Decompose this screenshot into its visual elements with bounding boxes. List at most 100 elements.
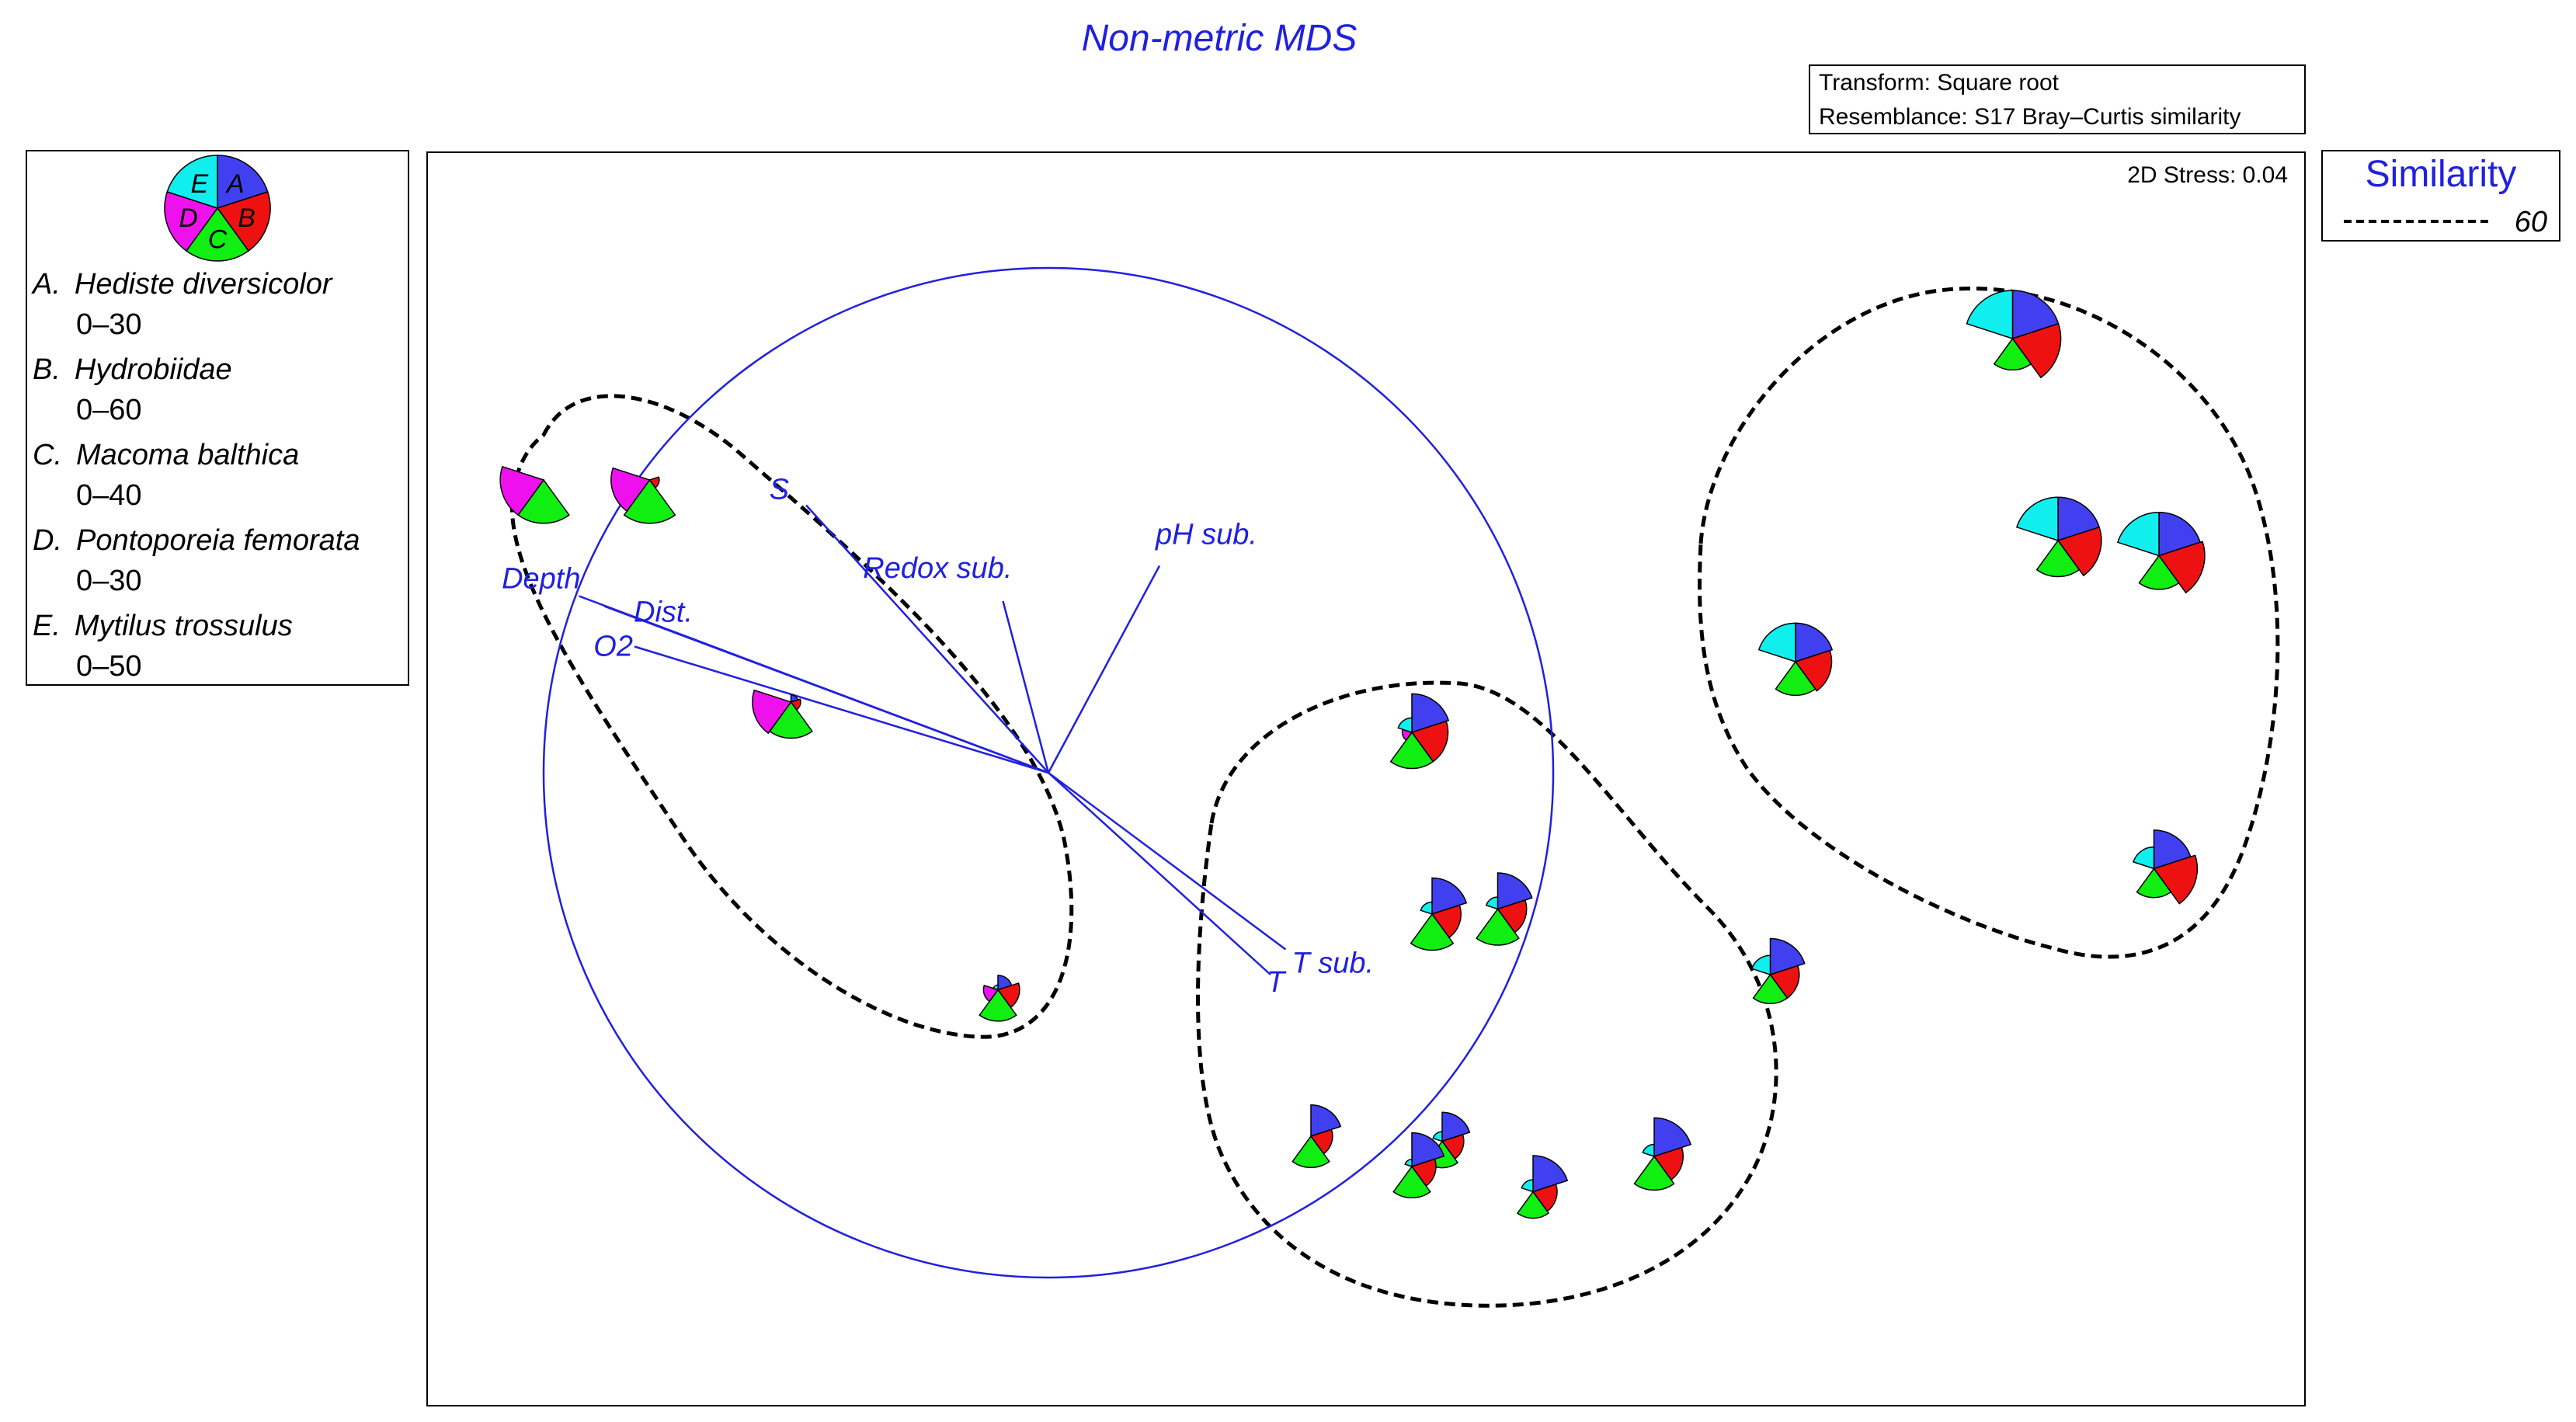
vector-label-t: T	[1267, 966, 1287, 999]
pie-wedge-a	[1653, 1117, 1692, 1158]
pie-wedge-c	[769, 701, 813, 739]
pie-wedge-e	[1750, 954, 1771, 976]
similarity-clusters	[509, 287, 2280, 1308]
legend-letter: C.	[33, 439, 62, 471]
pie-wedge-c	[2138, 555, 2180, 590]
pie-wedge-e	[1642, 1143, 1655, 1158]
pie-wedge-a	[1431, 877, 1468, 916]
vector-label-t-sub: T sub.	[1292, 947, 1375, 980]
pie-wedge-c	[623, 478, 676, 524]
pie-wedge-e	[2015, 496, 2059, 542]
legend-name: Macoma balthica	[76, 439, 299, 471]
transform-label: Transform: Square root	[1819, 70, 2060, 96]
pie-wedge-d	[610, 467, 651, 513]
pie-wedge-a	[1769, 937, 1806, 976]
similarity-legend	[2321, 150, 2560, 242]
pie-wedge-c	[2035, 539, 2081, 578]
pie-wedge-a	[1411, 1132, 1445, 1168]
pie-wedge-a	[1532, 1155, 1569, 1193]
chart-title: Non-metric MDS	[1082, 18, 1358, 59]
pie-wedge-d	[499, 465, 545, 516]
legend-letter: B.	[33, 353, 61, 386]
legend-species-d: D.Pontoporeia femorata	[33, 524, 360, 557]
pie-wedge-b	[1497, 899, 1528, 934]
vector-correlation-circle	[542, 266, 1555, 1279]
pie-wedge-a	[1310, 1104, 1342, 1138]
pie-wedge-c	[1516, 1191, 1550, 1219]
pie-key-letter-c: C	[208, 224, 228, 254]
pie-wedge-c	[2136, 867, 2172, 899]
pie-wedge-a	[1411, 693, 1450, 734]
sample-pie	[1633, 1117, 1692, 1191]
pie-wedge-a	[2158, 511, 2202, 557]
sample-pie	[2116, 511, 2206, 594]
sample-pie	[1966, 290, 2062, 379]
pie-wedge-c	[1476, 908, 1520, 946]
pie-key-letter-d: D	[179, 203, 198, 233]
legend-range: 0–40	[76, 479, 142, 512]
pie-wedge-d	[982, 984, 999, 1003]
pie-key-wedge-d	[164, 191, 219, 252]
legend-range: 0–30	[76, 308, 142, 341]
pie-wedge-c	[1389, 731, 1434, 770]
pie-wedge-b	[1653, 1146, 1684, 1181]
pie-wedge-c	[1392, 1165, 1431, 1199]
pie-wedge-c	[1633, 1155, 1675, 1191]
pie-key-letter-b: B	[238, 203, 256, 233]
sample-pie	[610, 467, 676, 524]
vector-redox-sub	[1002, 600, 1050, 774]
pie-wedge-e	[1485, 896, 1499, 910]
pie-wedge-b	[2153, 854, 2199, 905]
vector-s	[805, 504, 1049, 774]
cluster-outline-right	[1698, 287, 2280, 959]
legend-range: 0–50	[76, 650, 142, 683]
sample-pie	[1750, 937, 1806, 1004]
legend-species-c: C. Macoma balthica	[33, 439, 299, 471]
sample-pie	[2133, 829, 2199, 905]
legend-range: 0–30	[76, 565, 142, 597]
pie-wedge-b	[1410, 720, 1449, 763]
pie-wedge-b	[1431, 904, 1462, 939]
vector-label-o2: O2	[593, 631, 633, 663]
pie-wedge-c	[1410, 913, 1455, 951]
legend-letter: E.	[33, 610, 61, 642]
vector-t	[1048, 772, 1271, 975]
pie-wedge-b	[1794, 649, 1833, 692]
pie-wedge-e	[1397, 717, 1413, 734]
legend-name: Hydrobiidae	[75, 353, 232, 386]
pie-key-wedge-c	[185, 207, 250, 262]
pie-wedge-c	[1993, 337, 2032, 371]
vector-label-dist: Dist.	[634, 596, 693, 629]
pie-wedge-c	[979, 989, 1017, 1022]
pie-wedge-b	[2056, 526, 2102, 577]
pie-key-wedge-e	[166, 155, 218, 210]
legend-species-b: B. Hydrobiidae	[33, 353, 232, 386]
legend-species-a: A. Hediste diversicolor	[31, 268, 333, 301]
pie-wedge-a	[2057, 496, 2101, 542]
sample-pie	[1516, 1155, 1569, 1219]
pie-key-letter-e: E	[190, 169, 208, 199]
pie-wedge-e	[2133, 846, 2155, 870]
legend-letter: A.	[31, 268, 61, 301]
sample-pie	[752, 689, 813, 739]
legend-name: Hediste diversicolor	[75, 268, 333, 301]
vector-label-depth: Depth	[502, 563, 580, 596]
resemblance-label: Resemblance: S17 Bray–Curtis similarity	[1819, 104, 2241, 130]
legend-name: Mytilus trossulus	[75, 610, 293, 642]
plot-frame	[426, 151, 2306, 1406]
sample-pies	[499, 290, 2206, 1219]
sample-pie	[1392, 1132, 1445, 1199]
pie-key-letter-a: A	[225, 169, 245, 199]
sample-pie	[499, 465, 570, 524]
pie-wedge-c	[517, 478, 570, 524]
vector-o2	[634, 645, 1049, 774]
pie-key-wedge-a	[217, 155, 269, 210]
legend-items: A.Hediste diversicolor0–30B.Hydrobiidae0…	[31, 268, 360, 683]
sample-pie	[1410, 877, 1468, 951]
sample-pie	[2015, 496, 2102, 578]
cluster-outline-middle	[1196, 680, 1778, 1308]
sample-pie	[1757, 622, 1834, 697]
legend-letter: D.	[33, 524, 62, 557]
